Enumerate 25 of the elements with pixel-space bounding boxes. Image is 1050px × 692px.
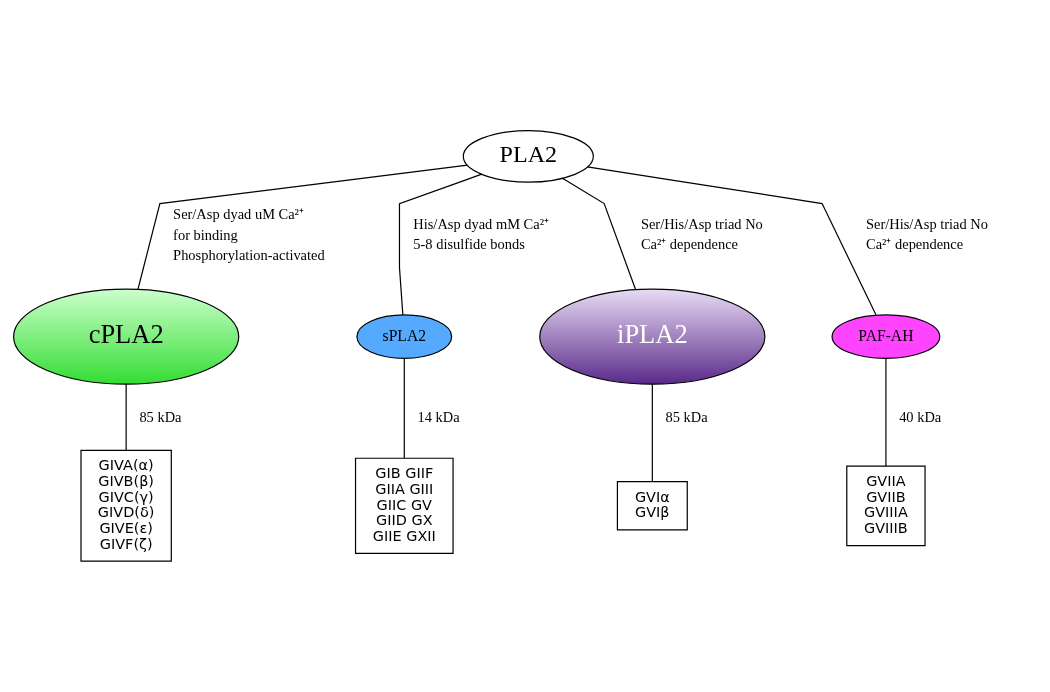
edge-label: 14 kDa xyxy=(417,408,460,425)
node-ellipse: PLA2 xyxy=(462,129,594,183)
connector xyxy=(137,164,469,290)
node-box: GVIα GVIβ xyxy=(616,481,688,531)
edge-label: 40 kDa xyxy=(899,408,942,425)
node-box: GIVA(α) GIVB(β) GIVC(γ) GIVD(δ) GIVE(ε) GIVF(ζ) xyxy=(80,449,172,562)
edge-label: 85 kDa xyxy=(139,408,182,425)
connector xyxy=(398,173,483,316)
connector xyxy=(885,358,887,467)
edge-label: His/Asp dyad mM Ca²⁺ 5-8 disulfide bonds xyxy=(413,215,549,253)
connector xyxy=(125,383,127,451)
connector xyxy=(403,358,405,459)
node-box: GIB GIIF GIIA GIII GIIC GV GIID GX GIIE GXII xyxy=(354,457,454,554)
edge-label: 85 kDa xyxy=(665,408,708,425)
node-ellipse: sPLA2 xyxy=(356,314,453,359)
node-ellipse: PAF-AH xyxy=(831,314,941,359)
connector xyxy=(586,166,877,316)
connector xyxy=(561,177,637,290)
edge-label: Ser/His/Asp triad No Ca²⁺ dependence xyxy=(866,215,988,253)
edge-label: Ser/His/Asp triad No Ca²⁺ dependence xyxy=(640,215,763,253)
node-box: GVIIA GVIIB GVIIIA GVIIIB xyxy=(846,465,926,547)
edge-label: Ser/Asp dyad uM Ca²⁺ for binding Phosphorylation-activated xyxy=(173,206,325,264)
node-ellipse: cPLA2 xyxy=(13,288,240,385)
node-ellipse: iPLA2 xyxy=(539,288,766,385)
connector xyxy=(651,383,653,482)
